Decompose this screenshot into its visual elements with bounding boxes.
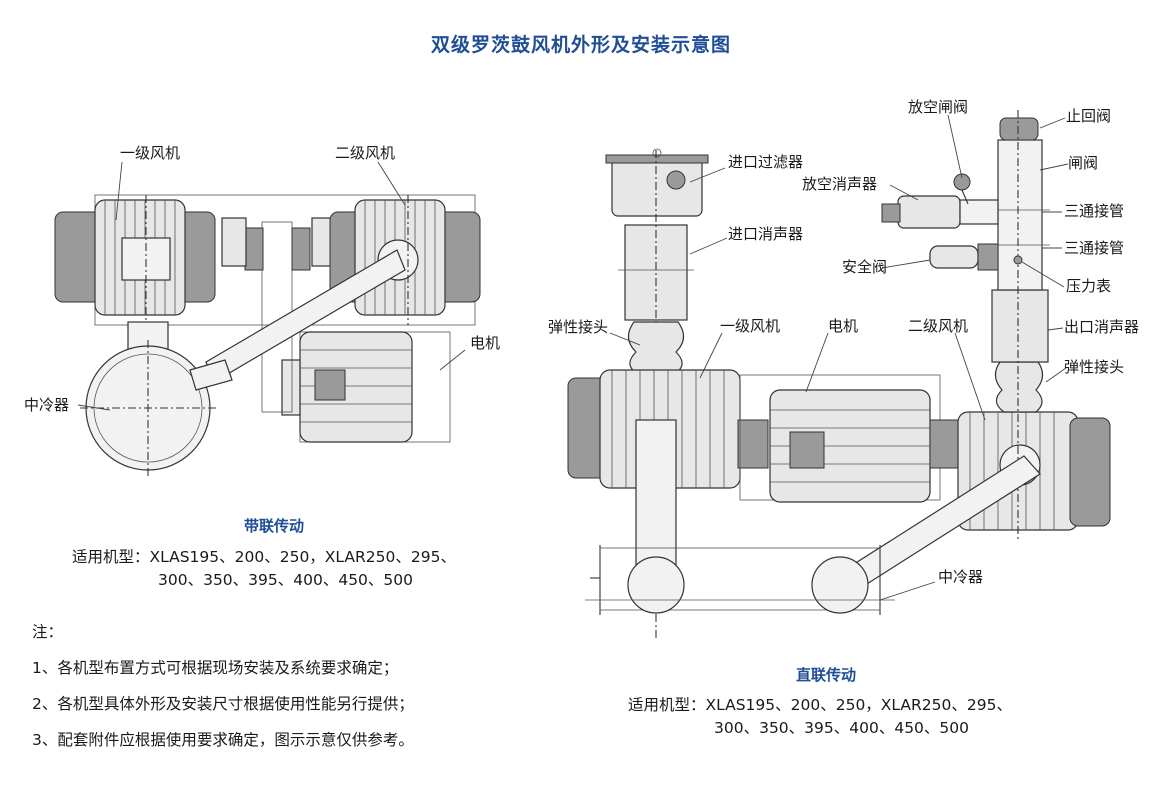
page-title: 双级罗茨鼓风机外形及安装示意图 <box>430 34 731 56</box>
notes-heading: 注： <box>32 623 64 641</box>
right-vent-branch <box>881 173 999 229</box>
right-caption: 直联传动 <box>796 666 857 684</box>
left-stage2-blower <box>329 195 481 325</box>
note-item-2: 2、各机型具体外形及安装尺寸根据使用性能另行提供； <box>32 695 414 713</box>
right-label-safety-valve: 安全阀 <box>842 258 887 276</box>
left-label-intercooler: 中冷器 <box>24 396 69 414</box>
right-label-inlet-filter: 进口过滤器 <box>728 153 803 171</box>
note-item-3: 3、配套附件应根据使用要求确定，图示示意仅供参考。 <box>32 731 414 749</box>
left-label-stage1: 一级风机 <box>120 144 180 162</box>
right-model-list: 适用机型：XLAS195、200、250，XLAR250、295、 300、35… <box>628 694 1012 740</box>
right-label-tee1: 三通接管 <box>1064 202 1124 220</box>
right-label-intercooler: 中冷器 <box>938 568 983 586</box>
left-belt-drive-diagram: 一级风机 二级风机 电机 中冷器 <box>24 144 500 476</box>
left-model-list: 适用机型：XLAS195、200、250，XLAR250、295、 300、35… <box>72 546 456 592</box>
right-direct-drive-diagram: 放空闸阀 止回阀 闸阀 进口过滤器 放空消声器 三通接管 进口消声器 三通接管 … <box>548 98 1139 640</box>
right-intercooler <box>585 545 895 615</box>
right-label-outlet-silencer: 出口消声器 <box>1064 318 1139 336</box>
right-label-check-valve: 止回阀 <box>1066 107 1111 125</box>
left-label-stage2: 二级风机 <box>335 144 395 162</box>
right-label-pressure-gauge: 压力表 <box>1066 277 1111 295</box>
right-label-flex-joint-left: 弹性接头 <box>548 318 608 336</box>
right-label-vent-valve: 放空闸阀 <box>908 98 968 116</box>
left-pulley-b <box>291 227 311 271</box>
right-motor <box>739 374 963 503</box>
left-model-line-2: 300、350、395、400、450、500 <box>158 571 414 589</box>
right-model-line-2: 300、350、395、400、450、500 <box>714 719 970 737</box>
right-flex-joint-left <box>627 321 685 376</box>
left-pulley-a <box>244 227 264 271</box>
right-safety-valve <box>929 243 999 271</box>
right-label-vent-silencer: 放空消声器 <box>802 175 877 193</box>
right-label-motor: 电机 <box>828 317 858 335</box>
left-model-line-1: 适用机型：XLAS195、200、250，XLAR250、295、 <box>72 548 456 566</box>
left-intercooler <box>80 321 233 476</box>
right-model-line-1: 适用机型：XLAS195、200、250，XLAR250、295、 <box>628 696 1012 714</box>
left-label-motor: 电机 <box>470 334 500 352</box>
right-label-gate-valve: 闸阀 <box>1068 154 1098 172</box>
left-caption: 带联传动 <box>244 517 305 535</box>
right-inlet-filter <box>605 148 709 217</box>
right-inlet-silencer <box>624 224 688 321</box>
right-outlet-column <box>990 110 1050 540</box>
right-label-stage2: 二级风机 <box>908 317 968 335</box>
right-label-flex-joint-right: 弹性接头 <box>1064 358 1124 376</box>
right-label-inlet-silencer: 进口消声器 <box>728 225 803 243</box>
right-label-tee2: 三通接管 <box>1064 239 1124 257</box>
notes-section: 注： 1、各机型布置方式可根据现场安装及系统要求确定； 2、各机型具体外形及安装… <box>32 620 414 764</box>
left-stage1-blower <box>54 195 216 325</box>
left-motor <box>281 331 451 443</box>
right-label-stage1: 一级风机 <box>720 317 780 335</box>
note-item-1: 1、各机型布置方式可根据现场安装及系统要求确定； <box>32 659 399 677</box>
